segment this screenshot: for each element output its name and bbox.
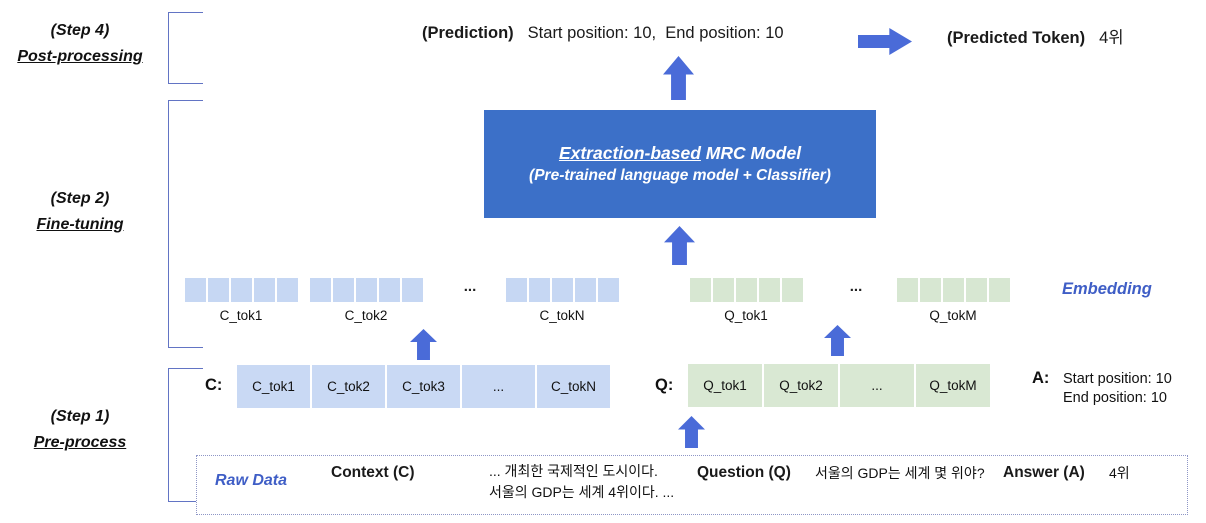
context-token-cell: ... [462,365,535,408]
raw-data-box: Raw Data Context (C) ... 개최한 국제적인 도시이다. … [196,455,1188,515]
embedding-square [231,278,252,302]
embedding-block-q-tok1 [690,278,803,302]
answer-positions: Start position: 10 End position: 10 [1063,370,1172,408]
predicted-token-value: 4위 [1099,29,1124,47]
embedding-square [333,278,354,302]
embedding-to-model-arrow-icon [664,226,695,265]
predicted-token-row: (Predicted Token) 4위 [947,24,1124,48]
model-title-underlined: Extraction-based [558,143,701,163]
step4-bracket [168,12,203,84]
embedding-label-c-tok2: C_tok2 [344,308,388,323]
embedding-square [208,278,229,302]
step2-label: (Step 2) Fine-tuning [0,186,160,238]
model-to-prediction-arrow-icon [663,56,694,100]
embedding-square [379,278,400,302]
embedding-square [736,278,757,302]
embedding-square [506,278,527,302]
raw-data-label: Raw Data [215,472,288,489]
question-token-row: Q_tok1 Q_tok2 ... Q_tokM [688,364,990,407]
prediction-text: Start position: 10, End position: 10 [527,24,784,42]
step1-name: Pre-process [33,434,127,451]
embedding-ellipsis-question: ... [849,278,863,295]
context-text-line1: ... 개최한 국제적인 도시이다. [489,463,658,479]
step2-number: (Step 2) [50,190,110,207]
model-subtitle: (Pre-trained language model + Classifier… [529,167,831,184]
embedding-block-c-tokn [506,278,619,302]
embedding-square [356,278,377,302]
predicted-token-label: (Predicted Token) [947,29,1086,47]
embedding-label-c-tok1: C_tok1 [219,308,263,323]
step2-bracket [168,100,203,348]
context-token-cell: C_tok2 [312,365,385,408]
question-token-cell: ... [840,364,914,407]
embedding-block-c-tok1 [185,278,298,302]
answer-end-position: End position: 10 [1063,390,1167,406]
mrc-model-box: Extraction-based MRC Model (Pre-trained … [484,110,876,218]
embedding-square [920,278,941,302]
embedding-square [713,278,734,302]
step4-label: (Step 4) Post-processing [0,18,160,70]
embedding-square [989,278,1010,302]
embedding-block-q-tokm [897,278,1010,302]
embedding-block-c-tok2 [310,278,423,302]
context-text-line2: 서울의 GDP는 세계 4위이다. ... [489,484,675,500]
step4-number: (Step 4) [50,22,110,39]
embedding-row-title: Embedding [1062,280,1152,298]
answer-heading: Answer (A) [1003,464,1085,481]
embedding-square [782,278,803,302]
embedding-square [277,278,298,302]
embedding-square [552,278,573,302]
answer-start-position: Start position: 10 [1063,371,1172,387]
question-heading: Question (Q) [697,464,791,481]
embedding-square [254,278,275,302]
context-token-cell: C_tokN [537,365,610,408]
embedding-square [598,278,619,302]
embedding-square [402,278,423,302]
embedding-label-q-tokm: Q_tokM [929,308,977,323]
step1-number: (Step 1) [50,408,110,425]
context-token-cell: C_tok3 [387,365,460,408]
context-sequence-label: C: [205,376,223,394]
step2-name: Fine-tuning [36,216,124,233]
embedding-label-c-tokn: C_tokN [539,308,585,323]
rawdata-to-tokens-arrow-icon [678,416,705,448]
c-tokens-to-embedding-arrow-icon [410,329,437,360]
prediction-label: (Prediction) [422,24,514,42]
answer-text: 4위 [1109,465,1130,481]
q-tokens-to-embedding-arrow-icon [824,325,851,356]
context-text: ... 개최한 국제적인 도시이다. 서울의 GDP는 세계 4위이다. ... [489,461,674,503]
context-heading: Context (C) [331,464,415,481]
question-token-cell: Q_tokM [916,364,990,407]
step1-bracket [168,368,203,502]
question-text: 서울의 GDP는 세계 몇 위야? [815,465,985,481]
step1-label: (Step 1) Pre-process [0,404,160,456]
model-title-rest: MRC Model [700,143,802,163]
embedding-square [575,278,596,302]
embedding-label-q-tok1: Q_tok1 [724,308,768,323]
context-token-row: C_tok1 C_tok2 C_tok3 ... C_tokN [237,365,610,408]
embedding-ellipsis-context: ... [463,278,477,295]
answer-label: A: [1032,369,1050,387]
question-token-cell: Q_tok2 [764,364,838,407]
embedding-square [185,278,206,302]
prediction-to-token-arrow-icon [858,28,912,55]
embedding-square [943,278,964,302]
step4-name: Post-processing [17,48,143,65]
context-token-cell: C_tok1 [237,365,310,408]
embedding-square [310,278,331,302]
question-sequence-label: Q: [655,376,674,394]
prediction-row: (Prediction) Start position: 10, End pos… [422,24,784,43]
question-token-cell: Q_tok1 [688,364,762,407]
embedding-square [759,278,780,302]
embedding-square [690,278,711,302]
embedding-square [529,278,550,302]
embedding-square [897,278,918,302]
model-title: Extraction-based MRC Model [484,143,876,164]
embedding-square [966,278,987,302]
